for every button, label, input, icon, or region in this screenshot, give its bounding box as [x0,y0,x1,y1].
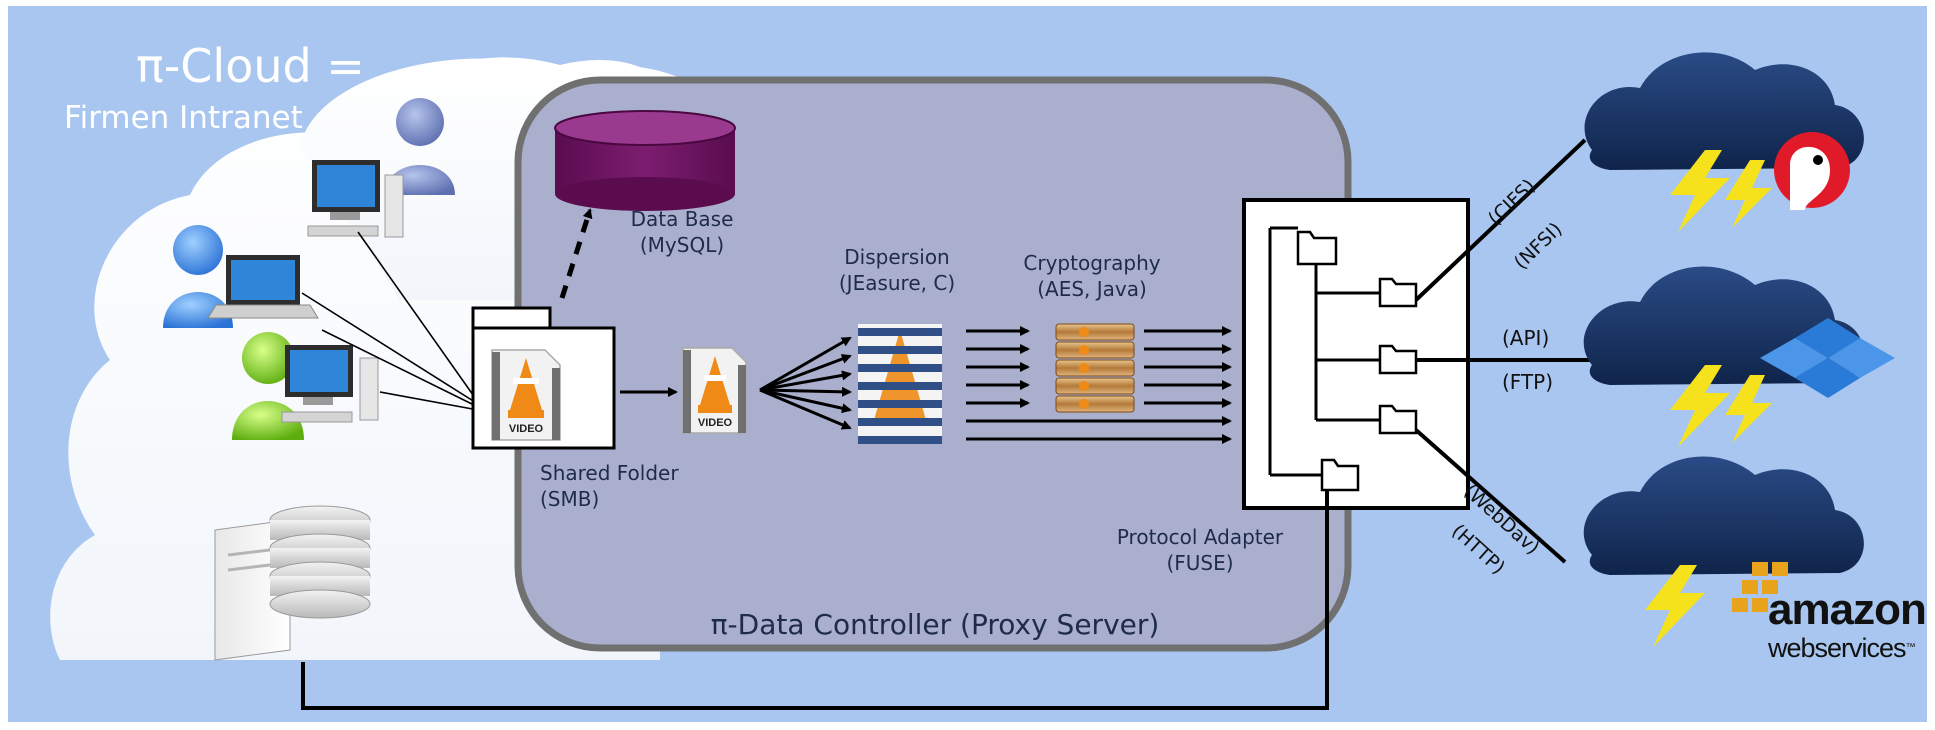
cryptography-icon [1055,323,1135,413]
desktop-computer-icon [307,160,404,238]
desktop-computer-icon-2 [281,345,379,423]
video-label: VIDEO [509,423,544,435]
shared-folder-label: Shared Folder (SMB) [540,460,679,512]
dispersion-to-crypto-arrows [966,326,1030,408]
video-file-icon-2: VIDEO [682,347,747,434]
cloud-connections [1414,138,1590,564]
dispersion-label: Dispersion (JEasure, C) [839,244,955,296]
database-detail: (MySQL) [639,233,725,257]
intranet-title: π-Cloud = [136,39,365,93]
video-file-icon: VIDEO [491,349,561,441]
cloud-provider-2 [1583,266,1895,447]
dispersion-detail: (JEasure, C) [838,271,956,295]
cryptography-detail: (AES, Java) [1037,277,1147,301]
crypto-to-adapter-arrows [966,326,1232,444]
video-label-2: VIDEO [698,417,733,429]
protocol-adapter-box [1242,198,1470,510]
database-label: Data Base (MySQL) [631,206,734,258]
storage-server-icon [214,505,371,661]
cloud-provider-1 [1584,52,1864,232]
ftp-label: (FTP) [1502,370,1554,394]
database-name: Data Base [630,207,734,231]
cryptography-name: Cryptography [1023,251,1161,275]
intranet-subtitle: Firmen Intranet [64,100,303,136]
amazon-tagline: webservices™ [1768,634,1926,662]
amazon-name: amazon [1768,585,1927,634]
amazon-tagline-text: webservices [1768,633,1907,663]
cloud-provider-amazon [1583,456,1864,647]
amazon-logo: amazon webservices™ [1768,585,1927,663]
dispersion-name: Dispersion [844,245,950,269]
protocol-adapter-label: Protocol Adapter (FUSE) [1117,524,1283,576]
user-icon-blue [163,225,233,328]
shared-folder-detail: (SMB) [540,487,600,511]
folder-to-db-arrow [559,208,593,299]
dispersion-fragments-icon [858,324,942,444]
dispersion-fanout [759,336,852,430]
cryptography-label: Cryptography (AES, Java) [1023,250,1160,302]
user-icon-green [232,332,304,440]
shared-folder-name: Shared Folder [540,461,679,485]
api-label: (API) [1502,326,1550,350]
proxy-server-label: π-Data Controller (Proxy Server) [710,608,1160,641]
protocol-adapter-name: Protocol Adapter [1116,525,1284,549]
adapter-to-server-line [301,490,1329,710]
database-icon [554,110,736,211]
user-connections [301,231,479,411]
protocol-adapter-detail: (FUSE) [1166,551,1234,575]
laptop-icon [207,255,319,319]
amazon-tm: ™ [1905,642,1916,653]
